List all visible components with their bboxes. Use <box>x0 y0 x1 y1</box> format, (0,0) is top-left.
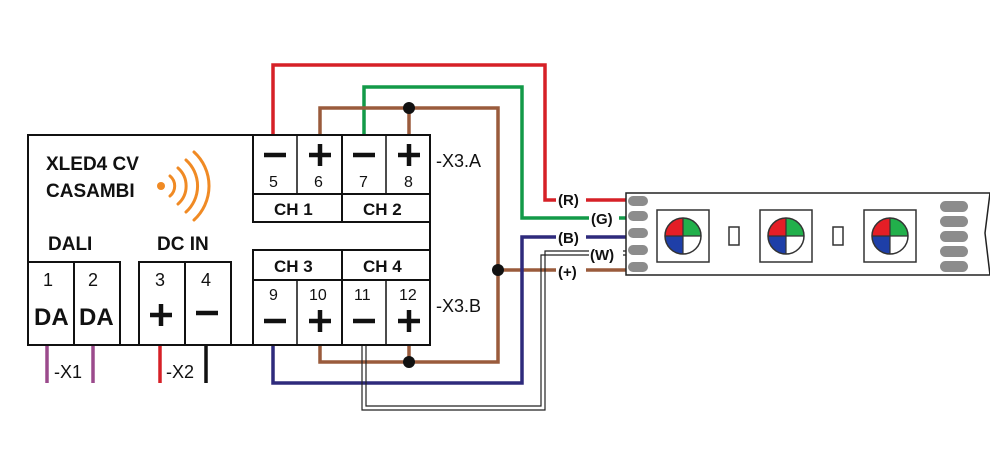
dali-terminal-label: DA <box>79 304 114 331</box>
connector-label: -X1 <box>54 362 82 382</box>
wire-white-inner <box>365 254 628 407</box>
terminal-number: 12 <box>399 287 417 304</box>
terminal-number: 10 <box>309 287 327 304</box>
terminal-number: 7 <box>359 174 368 191</box>
strip-wire-labels: (R) (G) (B) (W) (+) <box>556 189 623 281</box>
junction-dot <box>403 102 415 114</box>
connector-label: -X3.A <box>436 151 481 171</box>
plus-icon <box>398 144 420 166</box>
wire-label-r: (R) <box>558 192 579 209</box>
channel-label: CH 2 <box>363 200 402 219</box>
wire-label-g: (G) <box>591 211 613 228</box>
terminal-number: 2 <box>88 270 98 290</box>
rgb-led-icon <box>656 209 710 263</box>
wire-label-plus: (+) <box>558 264 577 281</box>
rgb-led-icon <box>759 209 813 263</box>
terminal-number: 1 <box>43 270 53 290</box>
device-model: XLED4 CV <box>46 154 139 175</box>
dali-label: DALI <box>48 234 92 255</box>
dali-terminal-label: DA <box>34 304 69 331</box>
dcin-label: DC IN <box>157 234 209 255</box>
terminal-number: 9 <box>269 287 278 304</box>
terminal-number: 3 <box>155 270 165 290</box>
plus-icon <box>398 310 420 332</box>
device-brand: CASAMBI <box>46 181 135 202</box>
terminal-number: 5 <box>269 174 278 191</box>
resistor-icon <box>728 226 740 246</box>
resistor-icon <box>832 226 844 246</box>
wire-white-outer <box>361 250 628 411</box>
terminal-number: 6 <box>314 174 323 191</box>
terminal-number: 4 <box>201 270 211 290</box>
terminal-number: 11 <box>354 287 371 304</box>
terminal-number: 8 <box>404 174 413 191</box>
led-strip: (R) (G) (B) (W) (+) <box>556 189 990 281</box>
wire-brown-top <box>318 106 500 364</box>
connector-label: -X2 <box>166 362 194 382</box>
wire-label-w: (W) <box>590 247 614 264</box>
plus-icon <box>309 310 331 332</box>
wireless-signal-icon <box>157 150 211 222</box>
junction-dot <box>403 356 415 368</box>
plus-icon <box>309 144 331 166</box>
wire-label-b: (B) <box>558 230 579 247</box>
channel-label: CH 1 <box>274 200 313 219</box>
channel-label: CH 4 <box>363 257 402 276</box>
controller-box: XLED4 CV CASAMBI DALI DC IN 1 2 DA DA 3 … <box>27 134 481 382</box>
connector-label: -X3.B <box>436 296 481 316</box>
strip-pads <box>628 196 968 272</box>
junction-dot <box>492 264 504 276</box>
plus-icon <box>150 304 172 326</box>
wire-green <box>362 85 628 220</box>
channel-label: CH 3 <box>274 257 313 276</box>
rgb-led-icon <box>863 209 917 263</box>
